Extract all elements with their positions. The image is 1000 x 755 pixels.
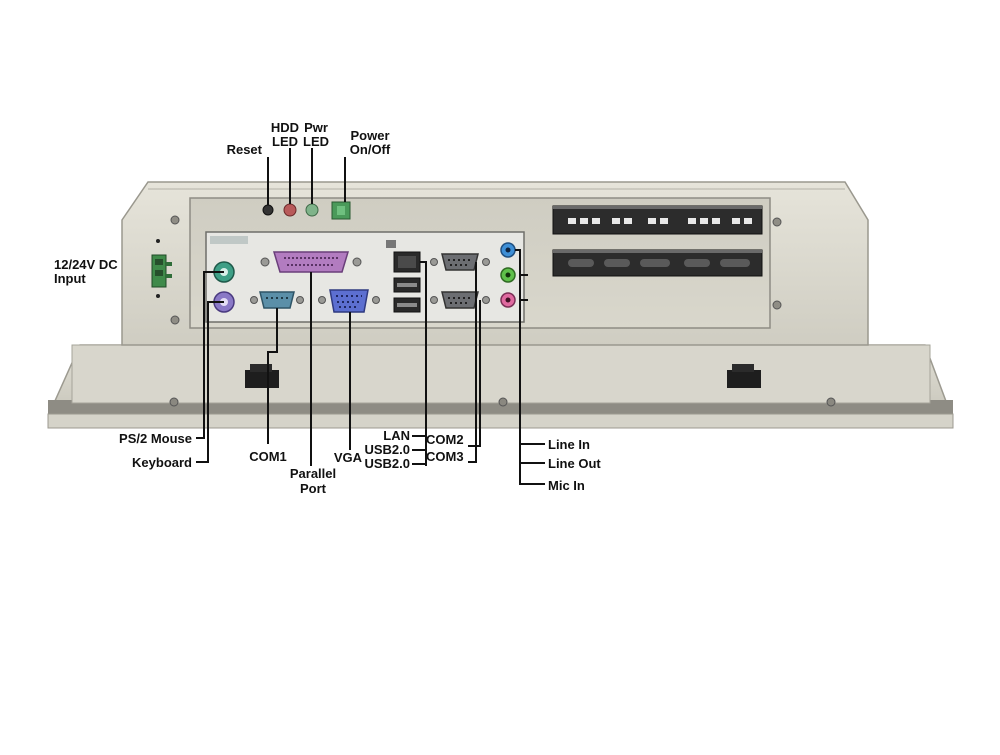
- hdd-led-indicator: [283, 203, 297, 217]
- expansion-slot-upper: [552, 205, 763, 235]
- keyboard-label: Keyboard: [132, 455, 192, 470]
- com2-label: COM2: [426, 432, 464, 447]
- line-out-jack: [500, 267, 516, 283]
- mic-in-label: Mic In: [548, 478, 585, 493]
- power-switch: [331, 201, 351, 220]
- vga-label: VGA: [333, 450, 362, 465]
- dc-input-label-line2: Input: [54, 271, 86, 286]
- mounting-clip-right: [727, 364, 761, 388]
- reset-button: [262, 204, 274, 216]
- usb-label-upper: USB2.0: [364, 442, 410, 457]
- parallel-port: [260, 251, 362, 273]
- power-switch-label-line2: On/Off: [349, 142, 391, 157]
- line-out-label: Line Out: [548, 456, 601, 471]
- usb-label-lower: USB2.0: [364, 456, 410, 471]
- ps2-mouse-label: PS/2 Mouse: [119, 431, 192, 446]
- callout-lines: [196, 148, 545, 485]
- com2-port: [430, 253, 490, 271]
- parallel-port-label-line2: Port: [300, 481, 326, 496]
- mounting-clip-left: [245, 364, 279, 388]
- dc-input-label-line1: 12/24V DC: [54, 257, 118, 272]
- reset-label: Reset: [226, 142, 262, 157]
- expansion-slot-lower: [552, 249, 763, 277]
- dc-input-connector: [151, 239, 172, 298]
- com3-port: [430, 291, 490, 309]
- com1-port: [250, 291, 304, 309]
- lan-usb-stack: [386, 240, 421, 313]
- chassis-screws: [170, 215, 782, 325]
- power-switch-label-line1: Power: [350, 128, 390, 143]
- bezel-screws: [169, 397, 836, 407]
- bezel-frame: [47, 344, 954, 429]
- line-in-label: Line In: [548, 437, 590, 452]
- lan-label: LAN: [383, 428, 410, 443]
- parallel-port-label-line1: Parallel: [289, 466, 337, 481]
- mic-in-jack: [500, 292, 516, 308]
- power-led-indicator: [305, 203, 319, 217]
- hdd-led-label-line2: LED: [272, 134, 298, 149]
- line-in-jack: [500, 242, 516, 258]
- pwr-led-label-line2: LED: [303, 134, 329, 149]
- pwr-led-label-line1: Pwr: [304, 120, 328, 135]
- com1-label: COM1: [249, 449, 287, 464]
- com3-label: COM3: [426, 449, 464, 464]
- hdd-led-label-line1: HDD: [270, 120, 300, 135]
- vga-port: [318, 289, 380, 313]
